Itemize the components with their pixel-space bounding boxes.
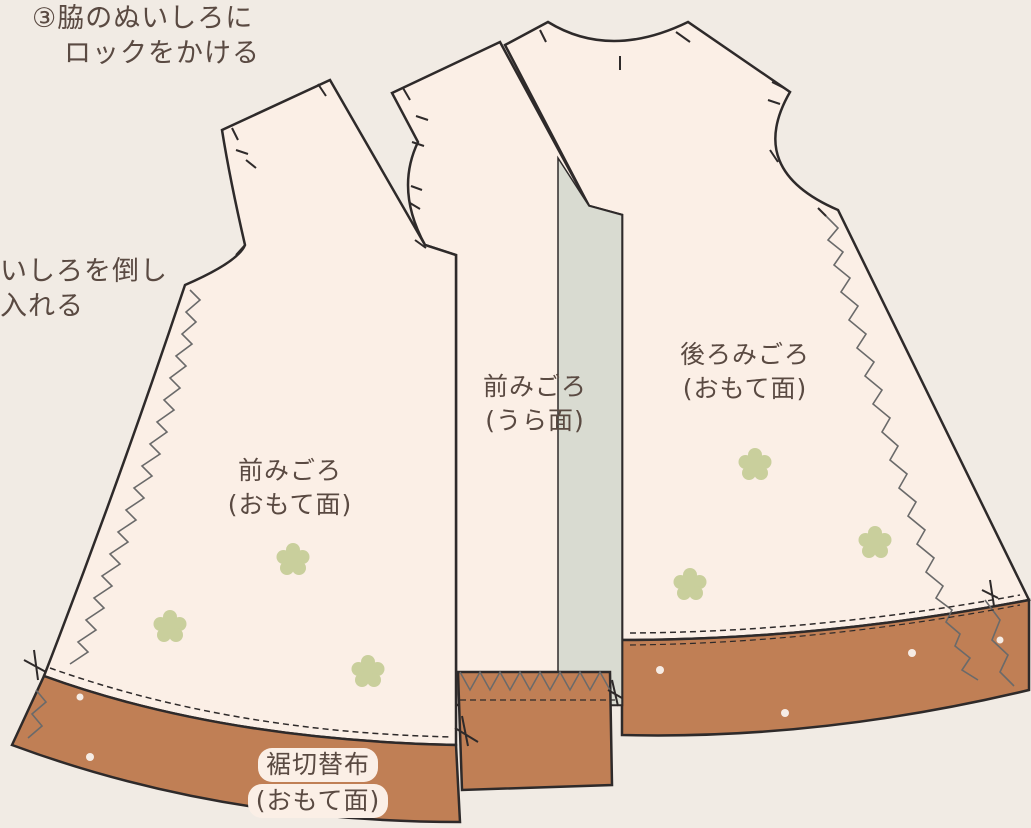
front-serging bbox=[69, 289, 202, 665]
label-front-inner-name: 前みごろ bbox=[482, 372, 587, 401]
label-back-outer-side: (おもて面) bbox=[682, 373, 808, 403]
front-facing bbox=[557, 155, 623, 706]
label-hem-band: 裾切替布 (おもて面) bbox=[228, 748, 408, 818]
label-back-outer: 後ろみごろ (おもて面) bbox=[660, 338, 830, 406]
label-hem-band-side: (おもて面) bbox=[247, 783, 389, 818]
label-front-inner: 前みごろ (うら面) bbox=[465, 370, 605, 438]
side-note-line1: いしろを倒し bbox=[0, 256, 168, 287]
label-front-inner-side: (うら面) bbox=[485, 405, 585, 435]
label-front-outer: 前みごろ (おもて面) bbox=[210, 454, 370, 522]
back-serging bbox=[824, 214, 979, 681]
label-front-outer-name: 前みごろ bbox=[237, 456, 342, 485]
front-inner-bodice bbox=[390, 40, 624, 792]
label-front-outer-side: (おもて面) bbox=[227, 489, 353, 519]
step-title: ③脇のぬいしろに ロックをかける bbox=[32, 2, 260, 71]
step-title-line1: ③脇のぬいしろに bbox=[32, 3, 254, 34]
back-hem-band bbox=[620, 598, 1031, 737]
label-back-outer-name: 後ろみごろ bbox=[679, 340, 810, 369]
step-title-line2: ロックをかける bbox=[64, 37, 260, 69]
front-inner-hem bbox=[456, 670, 614, 792]
label-hem-band-name: 裾切替布 bbox=[257, 748, 378, 782]
back-bodice bbox=[503, 20, 1031, 737]
side-note-line2: 入れる bbox=[0, 290, 84, 322]
side-note: いしろを倒し 入れる bbox=[0, 255, 168, 324]
